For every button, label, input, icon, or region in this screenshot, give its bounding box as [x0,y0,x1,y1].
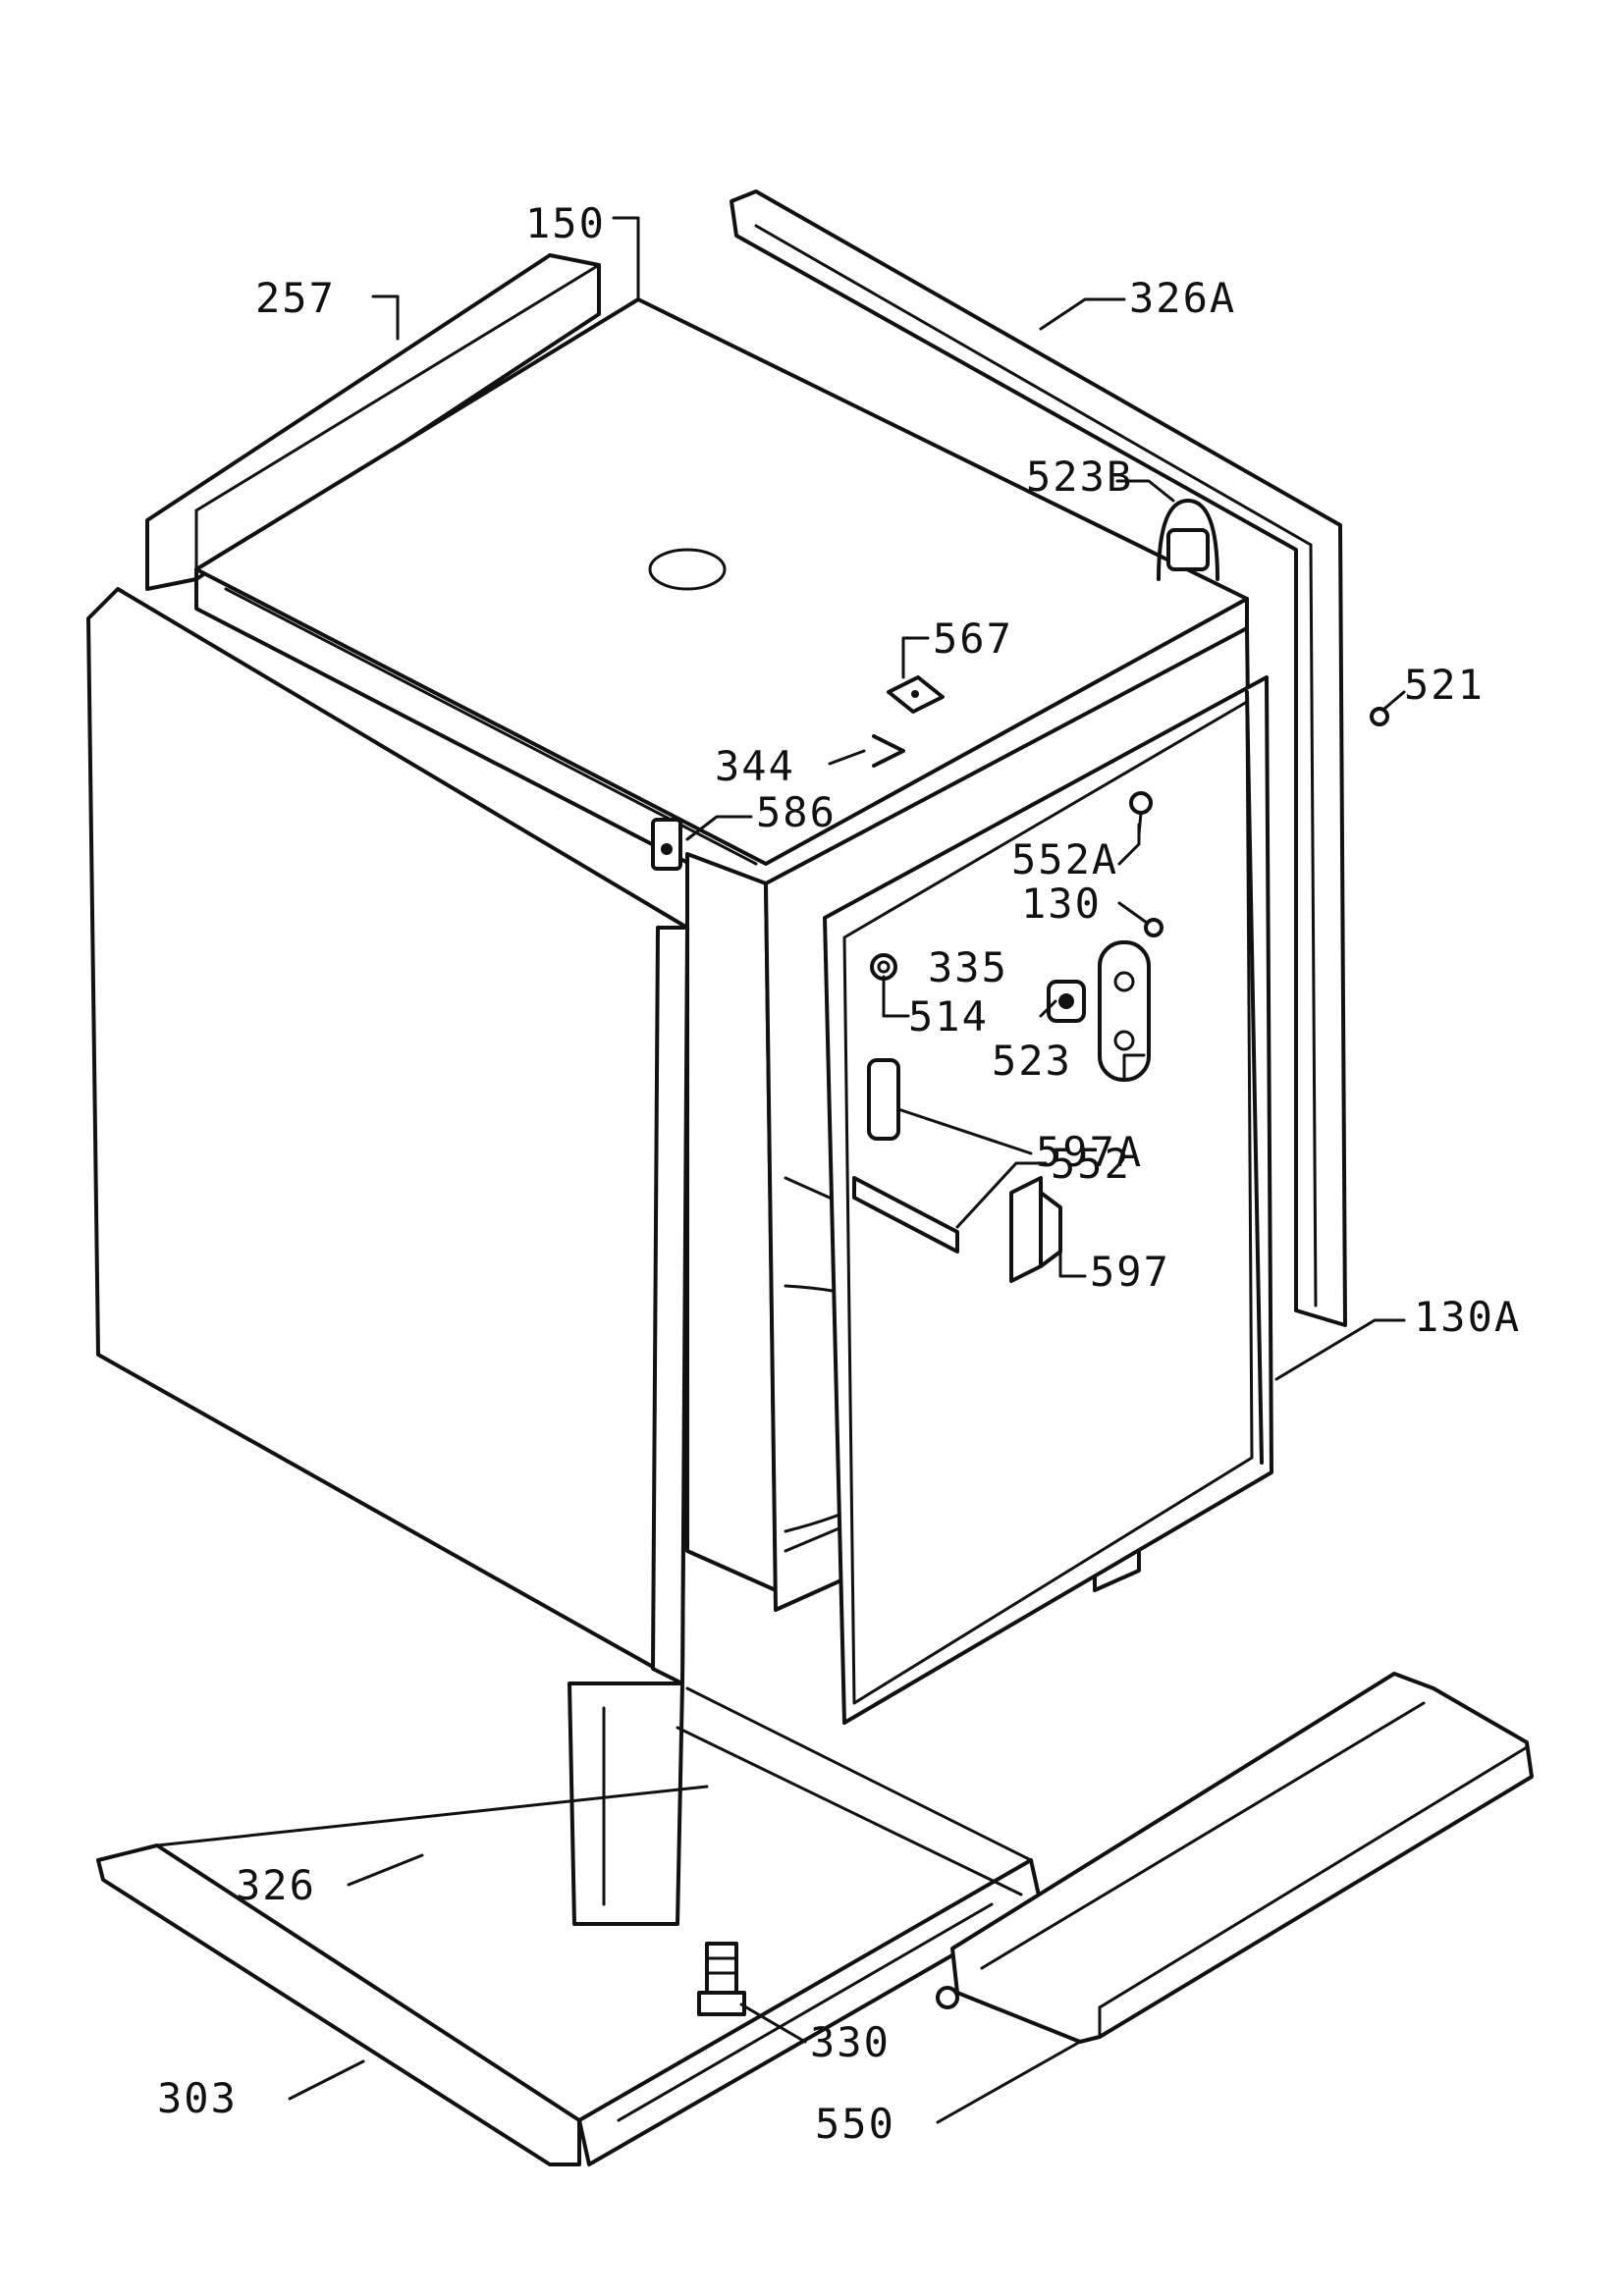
label-523: 523 [992,1037,1072,1085]
hinge-bracket-part-586 [651,818,682,871]
clip-part-523B [1157,499,1219,581]
label-597: 597 [1090,1248,1170,1296]
bracket-part-597 [1009,1176,1062,1283]
label-550: 550 [815,2100,895,2148]
label-130A: 130A [1414,1293,1521,1341]
leveling-foot-part-330 [697,1942,746,2016]
label-552A: 552A [1011,835,1118,883]
label-303: 303 [157,2074,238,2122]
label-514: 514 [908,992,989,1041]
label-586: 586 [756,788,837,836]
label-326: 326 [236,1861,316,1909]
label-257: 257 [255,274,336,322]
label-523B: 523B [1026,453,1133,501]
label-150: 150 [525,199,606,247]
screw-part-521 [1370,707,1389,726]
nut-part-335 [1047,980,1086,1023]
label-330: 330 [810,2018,891,2066]
label-567: 567 [933,614,1013,663]
bracket-part-567 [887,675,945,714]
base-frame-part-303 [96,1686,1043,2166]
kick-rail-part-550 [936,1672,1534,2044]
label-552: 552 [1051,1140,1131,1188]
label-326A: 326A [1129,274,1236,322]
strip-part-552 [852,1176,959,1254]
top-rail-part-257 [145,253,601,591]
bracket-part-597A [867,1058,900,1141]
label-130: 130 [1021,880,1102,928]
label-521: 521 [1404,661,1485,709]
label-344: 344 [715,742,795,790]
part-labels: 150 257 326A 523B 567 521 344 586 552A 1… [157,199,1521,2148]
clip-part-344 [872,734,905,768]
screw-part-130 [1144,918,1163,937]
leader-lines [288,216,1406,2124]
rear-panel-part-326A [730,189,1347,1327]
label-335: 335 [928,943,1008,991]
side-panel-part-326 [86,587,689,1926]
label-597A: 597A [1036,1128,1143,1176]
